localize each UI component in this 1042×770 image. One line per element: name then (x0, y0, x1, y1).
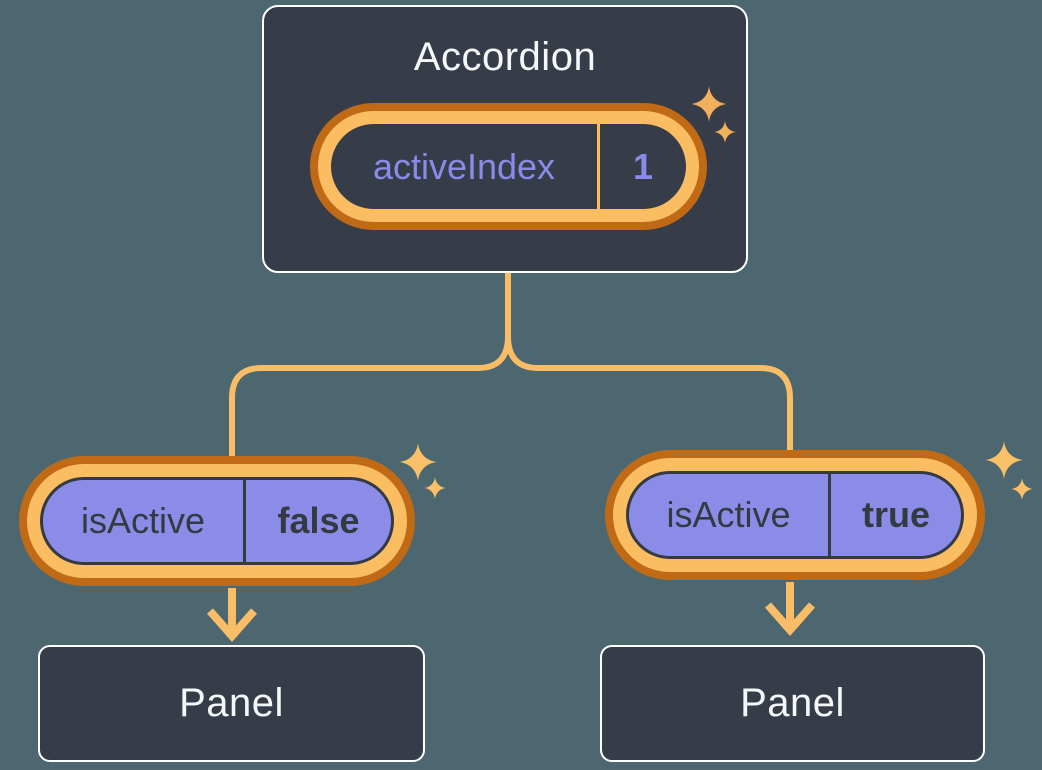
state-pill-divider (597, 124, 600, 209)
arrow-down-left-icon (206, 588, 258, 643)
accordion-title: Accordion (413, 35, 597, 79)
prop-name-left: isActive (80, 500, 206, 541)
panel-title-right: Panel (740, 681, 845, 725)
state-pill-ring: activeIndex 1 (318, 111, 699, 222)
sparkle-icon (424, 477, 446, 499)
accordion-node: Accordion activeIndex 1 (262, 5, 748, 273)
prop-pill-left-divider (243, 480, 246, 562)
sparkle-icon (985, 441, 1023, 479)
panel-node-right: Panel (600, 645, 985, 762)
connector-branch-left (229, 268, 511, 462)
arrow-down-right-icon (764, 582, 816, 637)
state-pill: activeIndex 1 (310, 103, 707, 230)
sparkle-icon (1011, 478, 1033, 500)
prop-pill-right-divider (828, 474, 831, 556)
prop-name-right: isActive (666, 494, 791, 535)
sparkle-icon (399, 443, 437, 481)
state-value: 1 (632, 145, 654, 187)
panel-title-left: Panel (179, 681, 284, 725)
sparkle-icon (691, 86, 727, 122)
connector-branch-right (505, 333, 793, 456)
panel-node-left: Panel (38, 645, 425, 762)
prop-value-left: false (277, 500, 360, 541)
prop-pill-right-ring: isActive true (613, 458, 977, 572)
state-name: activeIndex (372, 145, 556, 187)
prop-pill-left-ring: isActive false (27, 464, 407, 578)
prop-pill-left: isActive false (19, 456, 415, 586)
sparkle-icon (714, 121, 736, 143)
prop-pill-right: isActive true (605, 450, 985, 580)
prop-value-right: true (861, 494, 930, 535)
